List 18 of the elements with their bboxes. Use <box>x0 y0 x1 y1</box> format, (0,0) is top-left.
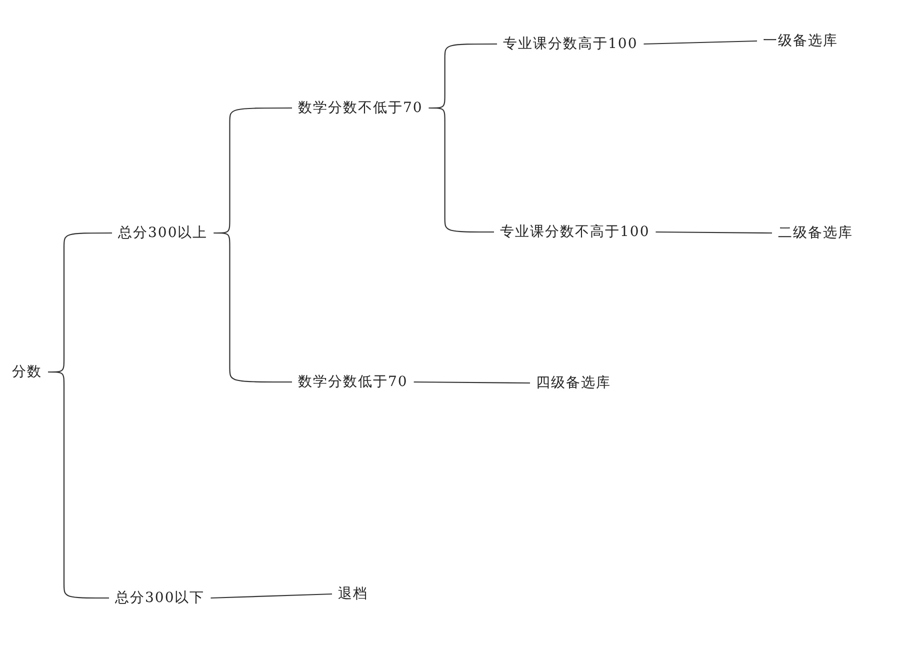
brace-line <box>48 371 109 599</box>
connector-line <box>414 381 530 384</box>
node-label: 退档 <box>332 583 374 605</box>
node-label: 专业课分数不高于100 <box>494 221 656 243</box>
brace-line <box>428 107 494 233</box>
connector-line <box>644 40 758 45</box>
node-label: 总分300以下 <box>109 587 211 609</box>
node-label: 一级备选库 <box>757 30 844 52</box>
node-label: 四级备选库 <box>530 372 617 394</box>
node-label: 总分300以上 <box>112 222 214 244</box>
brace-line <box>214 232 292 383</box>
node-label: 数学分数不低于70 <box>292 97 429 119</box>
connector-line <box>656 231 772 234</box>
node-label: 分数 <box>6 361 48 383</box>
node-label: 专业课分数高于100 <box>497 33 644 55</box>
node-label: 二级备选库 <box>772 222 859 244</box>
connector-line <box>210 593 332 599</box>
node-label: 数学分数低于70 <box>292 371 414 393</box>
